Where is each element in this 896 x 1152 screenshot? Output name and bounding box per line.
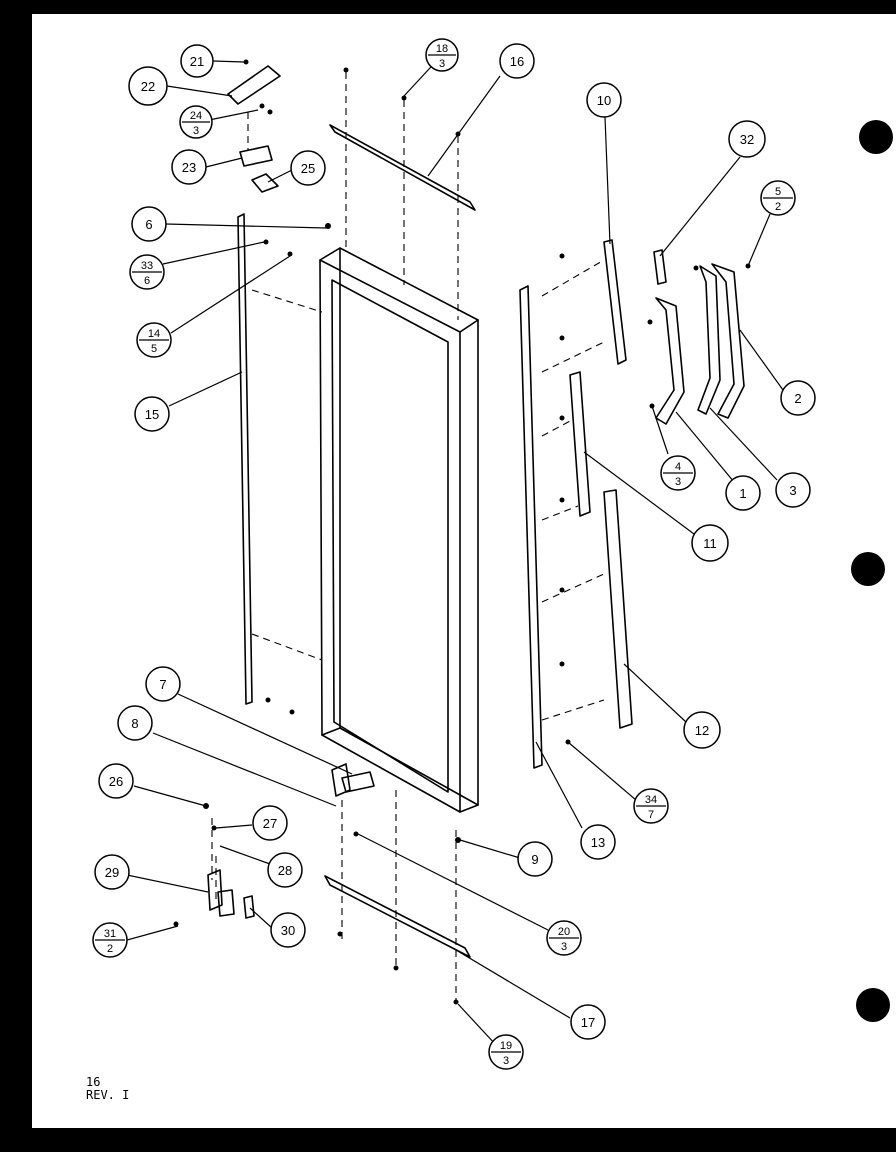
callout-20: 20 [558, 926, 570, 938]
callout-29: 29 [105, 865, 119, 880]
callout-5-qty: 2 [775, 201, 781, 213]
callout-13: 13 [591, 835, 605, 850]
handle-piece-1-part [655, 297, 685, 425]
callout-4-qty: 3 [675, 476, 681, 488]
callout-28: 28 [278, 863, 292, 878]
inner-panel-part [519, 285, 543, 769]
callout-22: 22 [141, 79, 155, 94]
top-hinge-part [227, 65, 281, 105]
callout-23: 23 [182, 160, 196, 175]
callout-16: 16 [510, 54, 524, 69]
callout-20-qty: 3 [561, 941, 567, 953]
callout-24: 24 [190, 110, 202, 122]
bracket-8-part [331, 763, 351, 797]
callout-33-qty: 6 [144, 275, 150, 287]
hinge-pin-part [217, 889, 235, 917]
revision-label: REV. I [86, 1088, 130, 1102]
page-footer: 16 REV. I [86, 1076, 129, 1102]
door-frame-part [319, 247, 479, 813]
callout-33: 33 [141, 260, 153, 272]
callout-31: 31 [104, 928, 116, 940]
callout-25: 25 [301, 161, 315, 176]
callout-21: 21 [190, 54, 204, 69]
callout-24-qty: 3 [193, 125, 199, 137]
callout-9: 9 [531, 852, 538, 867]
callout-14-qty: 5 [151, 343, 157, 355]
callout-30: 30 [281, 923, 295, 938]
callout-10: 10 [597, 93, 611, 108]
page-number: 16 [86, 1075, 101, 1089]
callout-27: 27 [263, 816, 277, 831]
callout-15: 15 [145, 407, 159, 422]
bracket-7-part [341, 771, 375, 793]
cap-piece-part [653, 249, 667, 285]
middle-channel-part [569, 371, 591, 517]
alignment-lines [211, 72, 605, 1000]
callout-26: 26 [109, 774, 123, 789]
callout-6: 6 [145, 217, 152, 232]
handle-piece-2-part [711, 263, 745, 419]
callout-circles [92, 38, 816, 1070]
callout-18-qty: 3 [439, 58, 445, 70]
lower-channel-part [603, 489, 633, 729]
callout-31-qty: 2 [107, 943, 113, 955]
callout-1: 1 [739, 486, 746, 501]
callout-34-qty: 7 [648, 809, 654, 821]
left-strip-part [237, 213, 253, 705]
callout-11: 11 [703, 536, 717, 551]
fraction-bars [95, 54, 793, 1053]
callout-18: 18 [436, 43, 448, 55]
leader-lines [126, 54, 784, 1046]
callout-32: 32 [740, 132, 754, 147]
binder-hole-middle [851, 552, 885, 586]
callout-5: 5 [775, 186, 781, 198]
paper-sheet [32, 14, 896, 1128]
handle-piece-3-part [697, 265, 721, 415]
top-trim-bar-part [329, 124, 476, 211]
callout-19: 19 [500, 1040, 512, 1052]
binder-hole-bottom [856, 988, 890, 1022]
callout-12: 12 [695, 723, 709, 738]
binder-hole-top [859, 120, 893, 154]
shim-part [243, 895, 255, 919]
callout-17: 17 [581, 1015, 595, 1030]
callout-8: 8 [131, 716, 138, 731]
callout-14: 14 [148, 328, 160, 340]
callout-3: 3 [789, 483, 796, 498]
hinge-plate-part [251, 173, 279, 193]
bottom-trim-bar-part [324, 875, 471, 958]
callout-7: 7 [159, 677, 166, 692]
hinge-bracket-part [239, 145, 273, 167]
callout-2: 2 [794, 391, 801, 406]
callout-34: 34 [645, 794, 657, 806]
callout-4: 4 [675, 461, 681, 473]
callout-19-qty: 3 [503, 1055, 509, 1067]
